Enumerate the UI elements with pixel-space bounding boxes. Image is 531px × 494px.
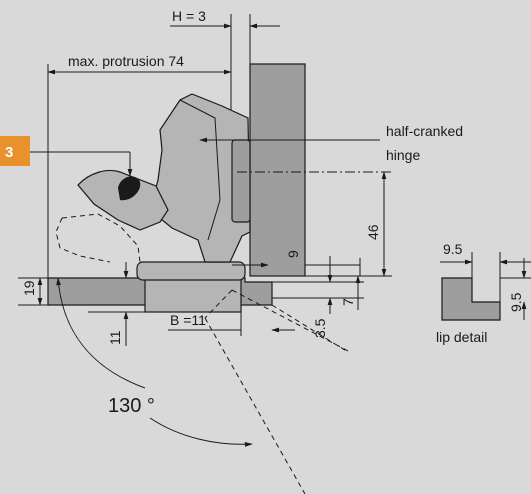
dim-9-label: 9: [285, 250, 301, 258]
angle-label: 130 °: [108, 395, 155, 417]
hinge-cup: [136, 261, 246, 281]
dim-46-label: 46: [365, 224, 381, 240]
hinge-name-line1: half-cranked: [386, 123, 463, 139]
lip-side-label: 9.5: [508, 292, 524, 312]
dim-19-label: 19: [21, 280, 37, 296]
hinge-wing: [77, 169, 169, 231]
lip-detail-profile: [441, 277, 501, 321]
step-badge-number: 3: [5, 144, 13, 161]
lip-detail-caption: lip detail: [436, 329, 487, 345]
h-dim-label: H = 3: [172, 8, 206, 24]
hinge-adjust-screw: [118, 176, 141, 201]
dim-7-label: 7: [340, 298, 356, 306]
side-panel: [249, 63, 306, 277]
angle-arc-lower: [149, 417, 253, 447]
hinge-name-line2: hinge: [386, 147, 420, 163]
protrusion-label: max. protrusion 74: [68, 53, 184, 69]
hinge-arm-inner: [179, 99, 221, 241]
angle-arc: [56, 277, 146, 389]
mounting-plate: [144, 277, 242, 313]
lip-top-label: 9.5: [443, 241, 463, 257]
dim-b-label: B =11: [170, 312, 206, 328]
open-position-outline: [55, 213, 141, 263]
dim-3-5-label: 3.5: [312, 318, 328, 338]
step-badge: [0, 136, 30, 166]
dim-11-label: 11: [107, 330, 123, 345]
hinge-boss: [231, 139, 251, 223]
open-door-outline: [204, 289, 351, 494]
